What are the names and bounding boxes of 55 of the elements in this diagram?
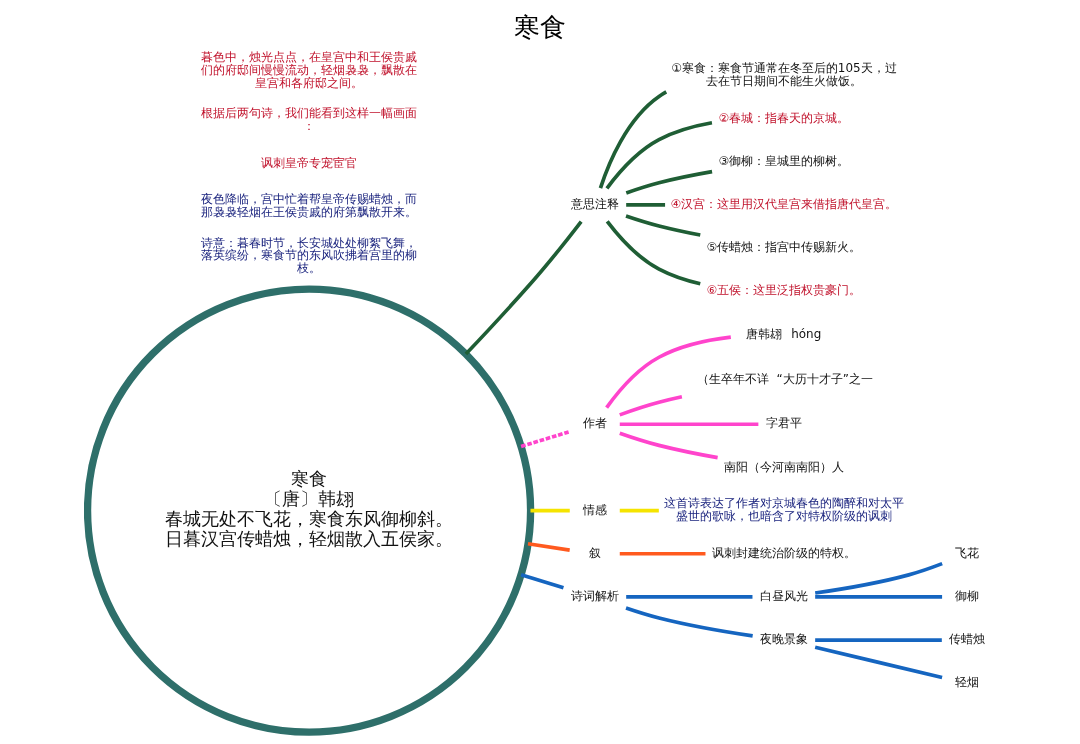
node-text: ①寒食：寒食节通常在冬至后的105天，过去在节日期间不能生火做饭。 [671,61,897,88]
connector [520,429,571,449]
node-text: 诗词解析 [570,589,619,604]
connector [598,90,668,189]
node-text: 这首诗表达了作者对京城春色的陶醉和对太平盛世的歌咏，也暗含了对特权阶级的讽刺 [663,496,904,524]
label: 诗意：暮春时节，长安城处处柳絮飞舞，落英缤纷，寒食节的东风吹拂着宫里的柳枝。 [201,235,418,276]
node-text: ②春城：指春天的京城。 [718,110,850,125]
node-text: 传蜡烛 [949,632,986,647]
connector [619,431,718,460]
node-text: 轻烟 [955,675,980,690]
connector [619,395,683,417]
node-text: 白昼风光 [759,589,808,604]
label: 根据后两句诗，我们能看到这样一幅画面： [201,106,418,133]
label: 夜色降临，宫中忙着帮皇帝传赐蜡烛，而那袅袅轻烟在王侯贵戚的府第飘散开来。 [201,192,418,220]
node-text: 唐韩翃 [746,327,783,342]
connector [815,638,942,642]
connector [619,508,659,513]
node-label: “大历十才子”之一 [776,372,873,387]
node-text: ④汉宫：这里用汉代皇宫来借指唐代皇宫。 [670,196,898,211]
connector [464,220,583,356]
node-text: 叙 [588,545,601,560]
node-text: 字君平 [765,416,802,431]
node-text: ⑥五侯：这里泛指权贵豪门。 [706,283,862,298]
node-text: ⑤传蜡烛：指宫中传赐新火。 [706,240,862,255]
node-text: 作者 [582,416,607,431]
connector [605,121,713,190]
connector [814,561,943,595]
node-text: 意思注释 [570,196,619,211]
node-text: 南阳（今河南南阳）人 [723,459,844,474]
diagram-title: 寒食 [514,12,566,43]
connector [626,595,753,599]
connector [520,573,564,590]
label: 讽刺皇帝专宠宦官 [261,155,358,170]
label: 暮色中，烛光点点，在皇宫中和王侯贵戚们的府邸间慢慢流动，轻烟袅袅，飘散在皇宫和各府邸之间。 [201,50,418,90]
connector [530,508,570,513]
node-text: 飞花 [955,545,980,560]
connector [605,220,701,286]
node-text: ③御柳：皇城里的柳树。 [718,153,850,168]
connector [626,203,666,207]
node-label: hóng [791,327,822,342]
node-text: 讽刺封建统治阶级的特权。 [711,545,856,560]
connector [527,541,570,552]
connector [815,595,943,599]
node-text: 御柳 [955,589,980,604]
node-text: 夜晚景象 [759,632,808,647]
connector [625,214,701,237]
connector [619,551,706,556]
node-text: （生卒年不详 [696,372,769,387]
connector [619,422,759,427]
connector [605,335,732,409]
connector [814,645,943,680]
connector [625,169,713,195]
node-circle: 寒食 〔唐〕韩翃 春城无处不飞花，寒食东风御柳斜。日暮汉宫传蜡烛，轻烟散入五侯家。 [84,285,535,736]
node-text: 情感 [582,502,607,517]
connector [625,606,753,638]
